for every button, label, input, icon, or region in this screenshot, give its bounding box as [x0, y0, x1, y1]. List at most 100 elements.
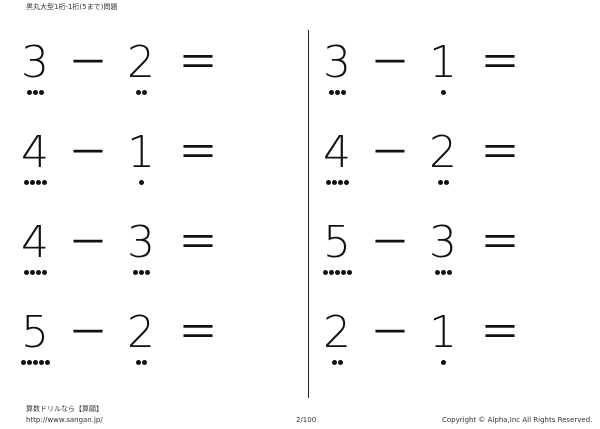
subtraction-problem: 5 － 2 ＝	[18, 308, 248, 378]
column-divider	[308, 30, 309, 398]
count-dot	[135, 90, 141, 95]
count-dot	[29, 180, 35, 185]
count-dot	[23, 180, 29, 185]
subtrahend-digit: 1	[429, 307, 457, 358]
count-dot	[23, 270, 29, 275]
minus-sign: －	[68, 40, 108, 86]
count-dot	[334, 90, 340, 95]
count-dot	[26, 360, 32, 365]
equals-sign: ＝	[178, 220, 218, 266]
equals-sign: ＝	[178, 130, 218, 176]
count-dot	[440, 360, 446, 365]
subtrahend-digit: 1	[429, 37, 457, 88]
subtraction-problem: 4－3＝	[18, 218, 248, 288]
subtrahend-digit: 2	[429, 127, 457, 178]
minuend-dots	[320, 360, 354, 365]
count-dot	[434, 270, 440, 275]
minuend: 5	[18, 308, 52, 372]
subtrahend-dots	[426, 360, 460, 365]
count-dot	[331, 360, 337, 365]
minuend-dots	[320, 180, 354, 185]
count-dot	[32, 360, 38, 365]
worksheet-title: 黒丸大型1桁-1桁(5まで)問題	[26, 3, 118, 11]
count-dot	[337, 360, 343, 365]
subtrahend: 3	[124, 218, 158, 282]
footer-copyright: Copyright © Alpha,Inc All Rights Reserve…	[442, 416, 593, 424]
count-dot	[340, 270, 346, 275]
count-dot	[29, 270, 35, 275]
subtraction-problem: 3－1＝	[320, 38, 550, 108]
count-dot	[132, 270, 138, 275]
subtrahend: 3	[426, 218, 460, 282]
minuend-digit: 4	[21, 127, 49, 178]
count-dot	[331, 180, 337, 185]
minuend-dots	[18, 270, 52, 275]
count-dot	[138, 270, 144, 275]
subtrahend-digit: 3	[127, 217, 155, 268]
subtrahend: 1	[426, 308, 460, 372]
minuend-digit: 3	[21, 37, 49, 88]
count-dot	[38, 360, 44, 365]
subtrahend-dots	[426, 270, 460, 275]
count-dot	[38, 90, 44, 95]
equals-sign: ＝	[480, 130, 520, 176]
equals-sign: ＝	[480, 310, 520, 356]
count-dot	[440, 270, 446, 275]
minus-sign: －	[68, 130, 108, 176]
subtrahend-dots	[426, 180, 460, 185]
count-dot	[32, 90, 38, 95]
minuend: 4	[320, 128, 354, 192]
footer-url[interactable]: http://www.sangan.jp/	[26, 416, 103, 424]
minuend-dots	[18, 90, 52, 95]
count-dot	[41, 180, 47, 185]
subtrahend-dots	[124, 270, 158, 275]
minus-sign: －	[68, 310, 108, 356]
count-dot	[343, 180, 349, 185]
minuend: 3	[320, 38, 354, 102]
subtrahend-digit: 2	[127, 37, 155, 88]
minuend: 5	[320, 218, 354, 282]
subtrahend: 2	[124, 308, 158, 372]
minuend: 4	[18, 218, 52, 282]
subtraction-problem: 4 － 2 ＝	[320, 128, 550, 198]
count-dot	[26, 90, 32, 95]
subtraction-problem: 5－3＝	[320, 218, 550, 288]
equals-sign: ＝	[480, 40, 520, 86]
count-dot	[346, 270, 352, 275]
count-dot	[325, 180, 331, 185]
count-dot	[334, 270, 340, 275]
subtrahend: 2	[124, 38, 158, 102]
count-dot	[141, 360, 147, 365]
minuend: 4	[18, 128, 52, 192]
count-dot	[20, 360, 26, 365]
subtrahend-digit: 1	[127, 127, 155, 178]
minus-sign: －	[370, 130, 410, 176]
subtrahend: 1	[426, 38, 460, 102]
count-dot	[135, 360, 141, 365]
subtraction-problem: 3 － 2 ＝	[18, 38, 248, 108]
subtrahend-dots	[124, 360, 158, 365]
subtraction-problem: 4 － 1 ＝	[18, 128, 248, 198]
minuend-dots	[18, 360, 52, 365]
count-dot	[144, 270, 150, 275]
equals-sign: ＝	[178, 40, 218, 86]
count-dot	[35, 270, 41, 275]
subtrahend: 1	[124, 128, 158, 192]
equals-sign: ＝	[178, 310, 218, 356]
minuend-digit: 5	[323, 217, 351, 268]
minuend-digit: 3	[323, 37, 351, 88]
count-dot	[446, 270, 452, 275]
count-dot	[443, 180, 449, 185]
count-dot	[41, 270, 47, 275]
minuend-dots	[18, 180, 52, 185]
minuend-digit: 4	[21, 217, 49, 268]
count-dot	[35, 180, 41, 185]
equals-sign: ＝	[480, 220, 520, 266]
minus-sign: －	[370, 310, 410, 356]
subtrahend: 2	[426, 128, 460, 192]
footer-page-number: 2/100	[296, 416, 317, 424]
footer-site-name: 算数ドリルなら【算願】	[26, 405, 103, 413]
count-dot	[337, 180, 343, 185]
count-dot	[322, 270, 328, 275]
count-dot	[328, 90, 334, 95]
